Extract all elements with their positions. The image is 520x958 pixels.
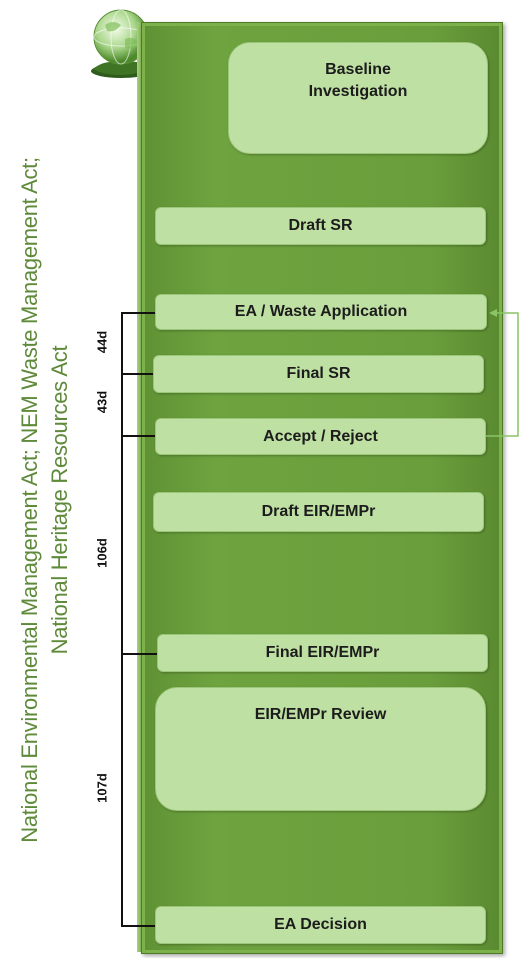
side-title-text: National Environmental Management Act; N…	[15, 157, 75, 843]
process-panel	[141, 22, 503, 954]
step-eir-empr-review: EIR/EMPr Review	[155, 687, 486, 811]
step-accept-reject: Accept / Reject	[155, 418, 486, 455]
step-label: Final SR	[286, 365, 351, 382]
step-ea-waste-application: EA / Waste Application	[155, 294, 487, 330]
step-label: Baseline Investigation	[308, 61, 408, 100]
step-final-sr: Final SR	[153, 355, 484, 393]
step-baseline-investigation: Baseline Investigation	[228, 42, 488, 154]
step-label: Draft EIR/EMPr	[261, 503, 376, 520]
step-label: EIR/EMPr Review	[254, 706, 387, 723]
step-draft-eir-empr: Draft EIR/EMPr	[153, 492, 484, 532]
globe-in-hand-icon	[91, 9, 151, 78]
step-label: EA / Waste Application	[234, 303, 408, 320]
step-draft-sr: Draft SR	[155, 207, 486, 245]
step-final-eir-empr: Final EIR/EMPr	[157, 634, 488, 672]
step-label: EA Decision	[274, 916, 367, 933]
side-title-line2: National Heritage Resources Act	[47, 345, 72, 655]
step-label: Draft SR	[288, 217, 353, 234]
step-label: Accept / Reject	[263, 427, 378, 445]
step-label: Final EIR/EMPr	[265, 644, 380, 661]
step-ea-decision: EA Decision	[155, 906, 486, 944]
side-title-line1: National Environmental Management Act; N…	[17, 157, 42, 843]
